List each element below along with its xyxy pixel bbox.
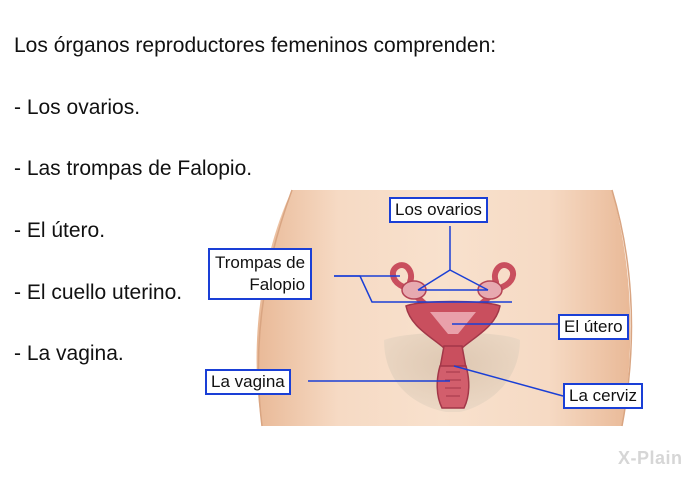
list-item-cervix: - El cuello uterino.	[14, 281, 183, 304]
list-item-vagina: - La vagina.	[14, 342, 124, 365]
label-uterus: El útero	[558, 314, 629, 340]
intro-heading: Los órganos reproductores femeninos comp…	[14, 34, 497, 57]
label-ovaries: Los ovarios	[389, 197, 488, 223]
xplain-logo: X-Plain	[618, 448, 683, 468]
label-fallopian-tubes-line1: Trompas de	[215, 253, 306, 272]
list-item-ovaries: - Los ovarios.	[14, 96, 141, 119]
label-fallopian-tubes-line2: Falopio	[249, 275, 306, 294]
list-item-fallopian-tubes: - Las trompas de Falopio.	[14, 157, 253, 180]
label-cervix: La cerviz	[563, 383, 644, 409]
uterine-cavity	[430, 312, 476, 334]
label-fallopian-tubes: Trompas de Falopio	[208, 248, 313, 300]
label-vagina: La vagina	[205, 369, 291, 395]
list-item-uterus: - El útero.	[14, 219, 106, 242]
cervix-shape	[439, 345, 467, 369]
leader-lines	[308, 226, 564, 397]
